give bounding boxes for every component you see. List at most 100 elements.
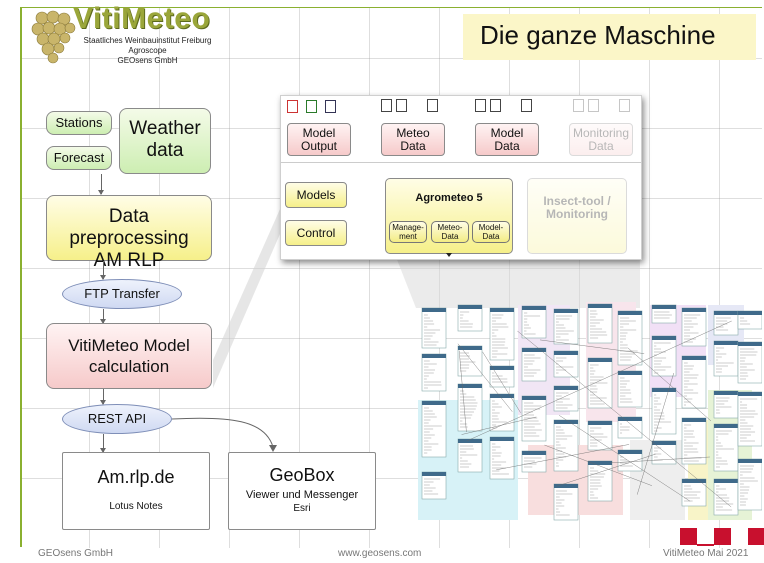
schema-table bbox=[489, 436, 515, 480]
schema-table bbox=[489, 307, 515, 361]
flow-arrow bbox=[100, 389, 106, 405]
json-file-icon bbox=[381, 99, 392, 112]
schema-table bbox=[681, 355, 707, 409]
model-calculation-line: calculation bbox=[88, 357, 170, 376]
schema-tables bbox=[421, 303, 762, 521]
schema-table bbox=[713, 478, 739, 516]
schema-table-header bbox=[682, 479, 706, 483]
weather-data-line: data bbox=[146, 140, 184, 161]
schema-table bbox=[521, 347, 547, 382]
logo-subtitle: Staatliches Weinbauinstitut Freiburg Agr… bbox=[80, 36, 215, 66]
forecast-box: Forecast bbox=[46, 146, 112, 170]
logo-line: GEOsens GmbH bbox=[117, 56, 178, 65]
html-file-icon bbox=[619, 99, 630, 112]
footer-website: www.geosens.com bbox=[338, 548, 422, 559]
schema-table bbox=[457, 345, 483, 377]
model-data-line: Model bbox=[490, 126, 524, 140]
schema-table bbox=[489, 393, 515, 432]
title-highlight bbox=[463, 14, 756, 60]
schema-table-header bbox=[588, 358, 612, 362]
schema-table-header bbox=[588, 421, 612, 425]
json-file-icon bbox=[573, 99, 584, 112]
schema-relation bbox=[461, 416, 537, 435]
schema-table bbox=[553, 419, 579, 472]
meteo-data-line: Data bbox=[400, 139, 426, 153]
schema-table-header bbox=[554, 351, 578, 355]
excel-file-icon bbox=[306, 100, 317, 113]
schema-table bbox=[587, 303, 613, 344]
zoom-connector bbox=[213, 164, 300, 388]
flow-arrow bbox=[100, 434, 106, 453]
schema-relation bbox=[517, 330, 732, 508]
model-data-line: Data bbox=[494, 139, 520, 153]
logo-title: VitiMeteo bbox=[73, 2, 211, 35]
schema-table-header bbox=[554, 386, 578, 390]
mini-label: Manage- bbox=[392, 223, 424, 232]
monitoring-data-line: Data bbox=[588, 139, 614, 153]
schema-table-header bbox=[682, 308, 706, 312]
schema-table bbox=[457, 383, 483, 432]
schema-table-header bbox=[618, 450, 642, 454]
schema-table bbox=[713, 423, 739, 472]
preprocessing-box: Data preprocessing AM RLP bbox=[46, 195, 212, 271]
schema-table-header bbox=[738, 342, 762, 346]
schema-relation bbox=[466, 320, 732, 442]
database-schema-diagram bbox=[418, 300, 762, 525]
rest-api-ellipse: REST API bbox=[62, 404, 172, 434]
schema-table-header bbox=[522, 451, 546, 455]
schema-table-header bbox=[490, 437, 514, 441]
schema-table-header bbox=[554, 420, 578, 424]
model-output-box: Model Output bbox=[287, 123, 351, 156]
schema-table-header bbox=[458, 384, 482, 388]
schema-table bbox=[651, 387, 677, 435]
panel-divider bbox=[281, 162, 641, 163]
schema-table-header bbox=[682, 418, 706, 422]
amrlp-subtitle: Lotus Notes bbox=[109, 501, 163, 512]
mini-label: Data bbox=[482, 232, 500, 241]
flow-arrow bbox=[100, 261, 106, 280]
mini-label: Meteo- bbox=[437, 223, 463, 232]
schema-table-header bbox=[522, 306, 546, 310]
schema-table bbox=[587, 460, 613, 502]
schema-relation bbox=[610, 456, 710, 464]
meteo-data-module: Meteo- Data bbox=[431, 221, 469, 243]
preprocessing-line: Data preprocessing bbox=[69, 206, 189, 249]
geobox-subtitle: Esri bbox=[293, 503, 311, 514]
monitoring-data-box: Monitoring Data bbox=[569, 123, 633, 156]
schema-table-header bbox=[652, 336, 676, 340]
schema-table-header bbox=[714, 391, 738, 395]
mini-label: Model- bbox=[478, 223, 504, 232]
agrometeo-title: Agrometeo 5 bbox=[415, 192, 483, 204]
logo-line: Agroscope bbox=[128, 46, 167, 55]
model-calculation-line: VitiMeteo Model bbox=[68, 336, 190, 355]
schema-relation bbox=[496, 444, 630, 471]
schema-table-header bbox=[588, 304, 612, 308]
schema-relation bbox=[458, 350, 467, 433]
schema-table bbox=[737, 458, 762, 511]
schema-table bbox=[713, 390, 739, 419]
schema-relation bbox=[482, 351, 521, 413]
schema-table-header bbox=[490, 366, 514, 370]
zoom-connector bbox=[394, 252, 640, 308]
schema-relation bbox=[627, 347, 712, 422]
monitoring-data-line: Monitoring bbox=[572, 126, 630, 140]
schema-table bbox=[737, 391, 762, 447]
schema-table-header bbox=[522, 396, 546, 400]
schema-table bbox=[713, 340, 739, 377]
footer-date: VitiMeteo Mai 2021 bbox=[663, 548, 749, 559]
model-output-line: Output bbox=[300, 139, 338, 153]
model-data-module: Model- Data bbox=[472, 221, 510, 243]
schema-relation bbox=[544, 444, 653, 486]
schema-table-header bbox=[458, 305, 482, 309]
schema-table bbox=[681, 417, 707, 465]
schema-table-header bbox=[422, 354, 446, 358]
schema-table-header bbox=[490, 394, 514, 398]
control-box: Control bbox=[285, 220, 347, 246]
html-file-icon bbox=[521, 99, 532, 112]
schema-table bbox=[421, 471, 447, 500]
schema-table-header bbox=[714, 479, 738, 483]
schema-table-header bbox=[618, 371, 642, 375]
schema-table-header bbox=[652, 305, 676, 309]
schema-table-header bbox=[490, 308, 514, 312]
schema-relation bbox=[556, 453, 656, 487]
